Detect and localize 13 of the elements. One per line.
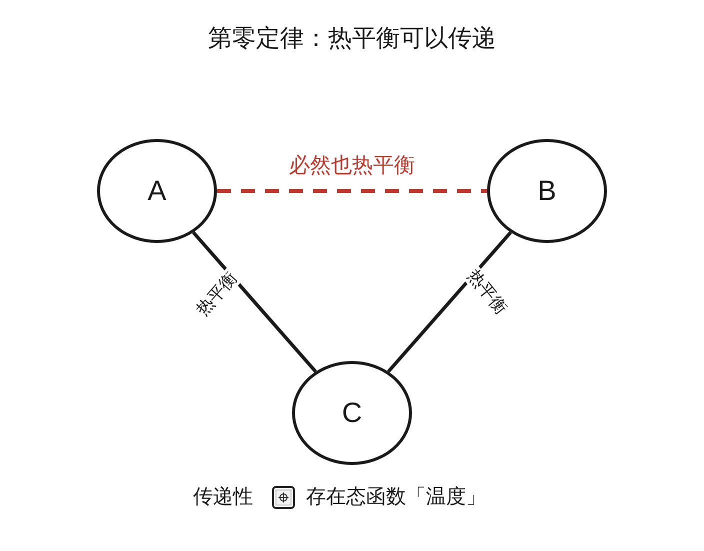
dashed-connector xyxy=(217,189,487,193)
connector-line xyxy=(192,231,317,373)
ellipse-node xyxy=(292,361,412,465)
caption-text: 存在态函数「温度」 xyxy=(306,485,486,509)
ellipse-node xyxy=(487,139,607,243)
node-label: C xyxy=(342,399,362,427)
ellipse-node xyxy=(97,139,217,243)
node-label: A xyxy=(148,177,166,205)
connector-line xyxy=(387,231,512,373)
diagram-title: 第零定律：热平衡可以传递 xyxy=(208,25,496,52)
node-label: B xyxy=(538,177,556,205)
edge-label: 必然也热平衡 xyxy=(287,154,417,178)
caption-text: 传递性 xyxy=(193,485,253,509)
